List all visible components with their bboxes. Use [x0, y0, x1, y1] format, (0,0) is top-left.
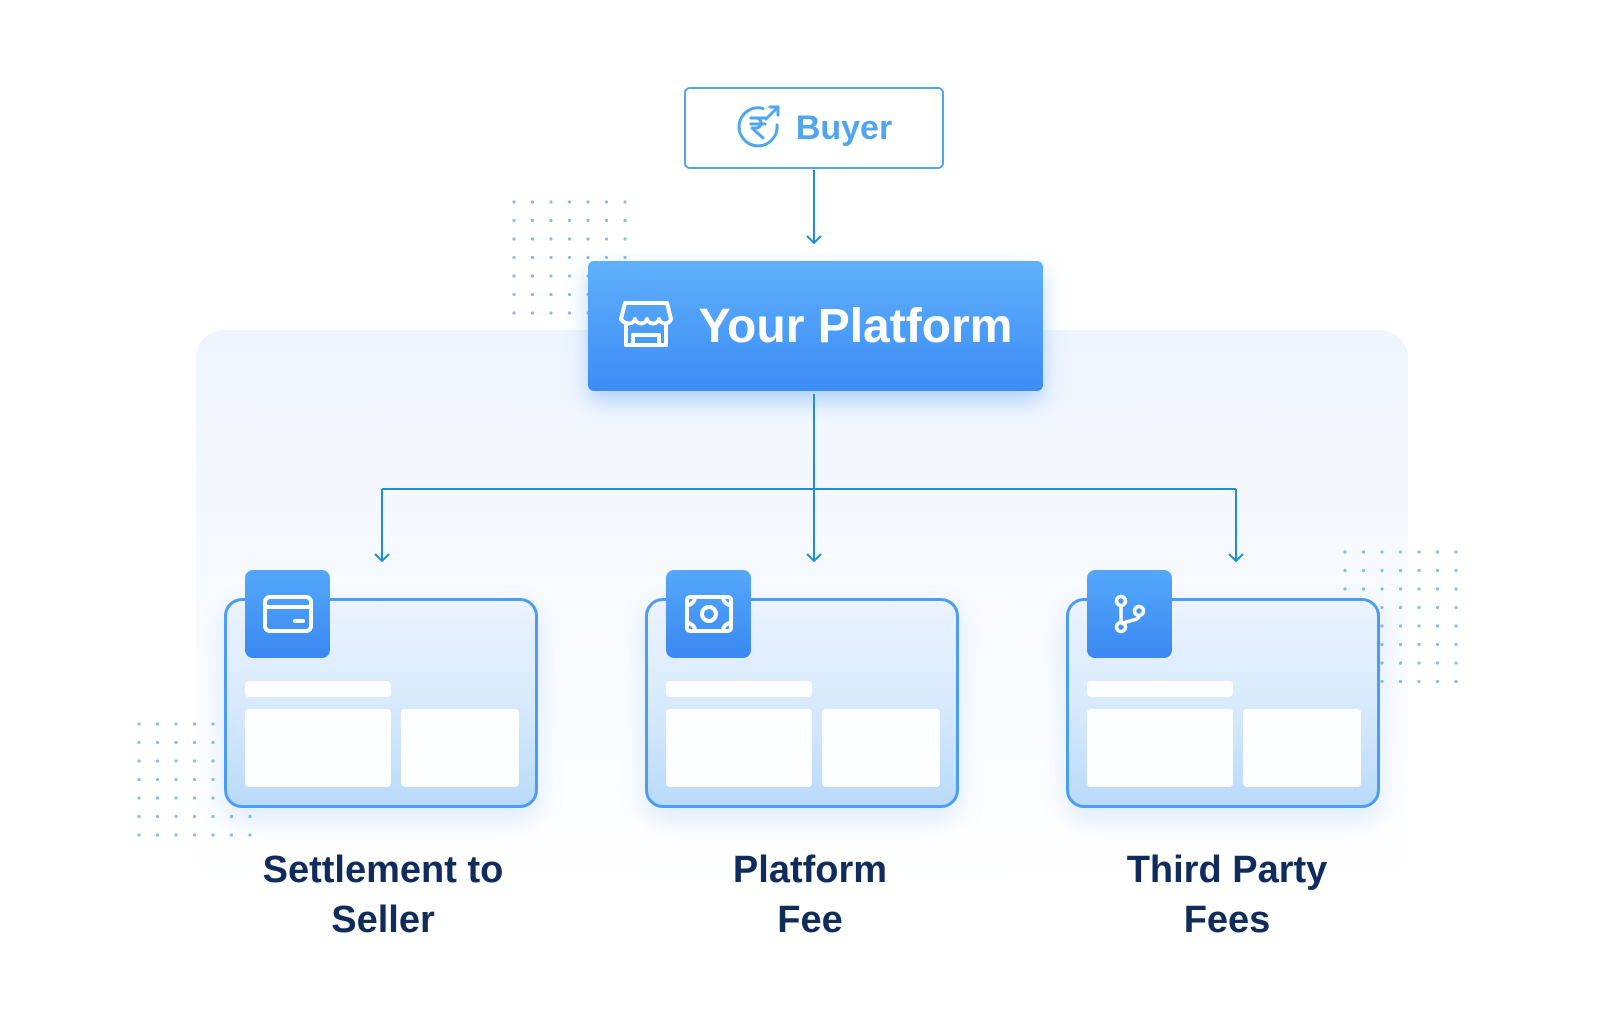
card-placeholder-block: [822, 709, 940, 787]
platform-fee-label: Platform Fee: [620, 845, 1000, 945]
platform-label: Your Platform: [698, 299, 1013, 353]
platform-fee-label-line1: Platform: [732, 849, 888, 891]
third-party-card: [1066, 598, 1380, 808]
card-placeholder-block: [1243, 709, 1361, 787]
settlement-label-line1: Settlement to: [262, 849, 504, 891]
card-placeholder-bar: [666, 681, 812, 697]
card-placeholder-block: [666, 709, 812, 787]
settlement-label-line2: Seller: [331, 899, 435, 941]
arrowhead-platform: [806, 235, 822, 245]
third-party-label: Third Party Fees: [1037, 845, 1417, 945]
settlement-card: [224, 598, 538, 808]
storefront-icon: [618, 300, 673, 353]
card-placeholder-block: [245, 709, 391, 787]
buyer-label: Buyer: [795, 108, 893, 147]
third-party-label-line2: Fees: [1183, 899, 1271, 941]
arrowhead-left: [374, 553, 390, 563]
card-placeholder-block: [401, 709, 519, 787]
credit-card-icon: [245, 570, 330, 658]
platform-node: Your Platform: [588, 261, 1043, 391]
branch-icon: [1087, 570, 1172, 658]
arrowhead-middle: [806, 553, 822, 563]
card-placeholder-bar: [245, 681, 391, 697]
platform-fee-label-line2: Fee: [777, 899, 843, 941]
rupee-return-icon: [736, 103, 782, 154]
card-placeholder-block: [1087, 709, 1233, 787]
banknote-icon: [666, 570, 751, 658]
arrowhead-right: [1228, 553, 1244, 563]
third-party-label-line1: Third Party: [1126, 849, 1328, 891]
settlement-label: Settlement to Seller: [193, 845, 573, 945]
buyer-node: Buyer: [684, 87, 944, 169]
card-placeholder-bar: [1087, 681, 1233, 697]
